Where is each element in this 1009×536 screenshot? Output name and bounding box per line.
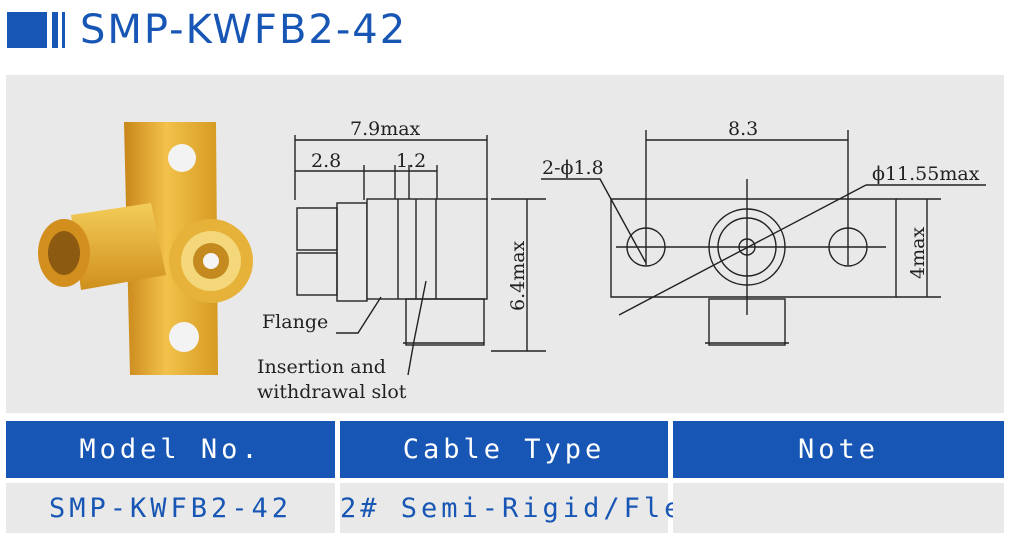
cell-model: SMP-KWFB2-42 [6, 483, 335, 533]
header-cable-type: Cable Type [340, 421, 668, 478]
diameter-label: ϕ11.55max [872, 163, 980, 185]
page-title: SMP-KWFB2-42 [80, 7, 408, 53]
dim-front-height: 4max [907, 227, 929, 279]
flange-label: Flange [262, 311, 328, 333]
title-marker-bar [52, 12, 58, 48]
cell-cable-type: 2# Semi-Rigid/Flex [340, 483, 701, 533]
hole-label: 2-ϕ1.8 [542, 157, 604, 179]
technical-drawing-panel: 7.9max 2.8 1.2 6.4max Flange Insertion a… [6, 75, 1004, 413]
dim-b: 1.2 [396, 150, 426, 172]
cell-note [673, 483, 1004, 533]
dim-overall-length: 7.9max [350, 118, 421, 140]
dim-hole-spacing: 8.3 [728, 118, 758, 140]
dim-height: 6.4max [507, 240, 529, 311]
page-header: SMP-KWFB2-42 [0, 0, 1009, 64]
technical-drawing: 7.9max 2.8 1.2 6.4max Flange Insertion a… [38, 118, 986, 403]
header-note: Note [673, 421, 1004, 478]
slot-label-line2: withdrawal slot [257, 381, 407, 403]
side-view-drawing [294, 135, 546, 376]
front-view-drawing [541, 130, 986, 346]
connector-photo [38, 122, 253, 375]
dim-a: 2.8 [311, 150, 341, 172]
slot-label-line1: Insertion and [257, 356, 386, 378]
title-marker-block [7, 12, 47, 48]
title-marker-bar-thin [62, 12, 65, 48]
header-model-no: Model No. [6, 421, 335, 478]
